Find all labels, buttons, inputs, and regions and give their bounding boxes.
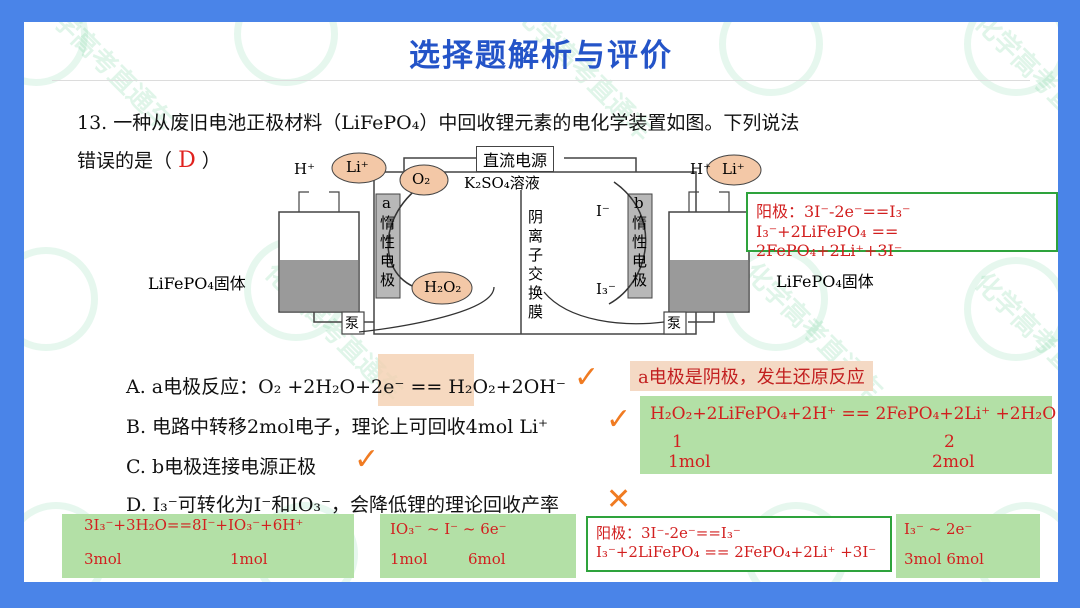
option-d-equation-1: 3I₃⁻+3H₂O==8I⁻+IO₃⁻+6H⁺ — [84, 516, 304, 534]
watermark-ring — [24, 247, 98, 351]
option-d-note-2: IO₃⁻ ~ I⁻ ~ 6e⁻ 1mol 6mol — [380, 514, 576, 578]
watermark-ring — [964, 257, 1058, 361]
h-ion-right: H⁺ — [690, 160, 711, 178]
option-d-mol-left-1: 3mol — [84, 550, 122, 568]
power-supply-label: 直流电源 — [476, 146, 555, 172]
option-b-note: H₂O₂+2LiFePO₄+2H⁺ == 2FePO₄+2Li⁺ +2H₂O 1… — [640, 396, 1056, 474]
electrode-a-desc: 惰性电极 — [380, 214, 396, 289]
electrode-a-letter: a — [382, 194, 391, 212]
highlight-2e — [378, 354, 474, 406]
anode-reaction-line-1: 阳极：3I⁻-2e⁻==I₃⁻ — [756, 202, 911, 221]
solution-label: K₂SO₄溶液 — [464, 174, 540, 192]
lifepo4-left-label: LiFePO₄固体 — [148, 274, 246, 293]
watermark-ring — [719, 22, 823, 96]
electrode-b-desc: 惰性电极 — [632, 214, 648, 289]
option-b-coef-left: 1 — [672, 432, 683, 452]
option-b-coef-right: 2 — [944, 432, 955, 452]
pump-right: 泵 — [667, 316, 681, 332]
option-d: D. I₃⁻可转化为I⁻和IO₃⁻，会降低锂的理论回收产率 — [126, 494, 560, 516]
lifepo4-right-label: LiFePO₄固体 — [776, 272, 874, 291]
i-minus-label: I⁻ — [596, 202, 610, 220]
check-icon: ✓ — [574, 360, 600, 395]
electrode-b-letter: b — [634, 194, 644, 212]
option-a-note: a电极是阴极，发生还原反应 — [630, 361, 873, 391]
option-d-equation-2: IO₃⁻ ~ I⁻ ~ 6e⁻ — [390, 520, 507, 538]
slide: 化学高考直通车 化学高考直通车 化学高考直通车 化学高考直通车 化学高考直通车 … — [24, 22, 1058, 582]
option-b-equation: H₂O₂+2LiFePO₄+2H⁺ == 2FePO₄+2Li⁺ +2H₂O — [650, 404, 1057, 424]
option-c: C. b电极连接电源正极 — [126, 456, 317, 478]
answer-letter: D — [178, 148, 196, 173]
title-divider — [52, 80, 1030, 81]
pump-left: 泵 — [345, 316, 359, 332]
o2-label: O₂ — [412, 170, 431, 188]
option-a: A. a电极反应：O₂ +2H₂O+2e⁻ == H₂O₂+2OH⁻ — [126, 376, 566, 398]
option-d-mol-4: 3mol 6mol — [904, 550, 984, 568]
option-b-mol-right: 2mol — [932, 452, 975, 472]
question-prefix: 错误的是（ — [77, 150, 173, 172]
check-icon: ✓ — [354, 442, 380, 477]
watermark-ring — [964, 22, 1058, 96]
page-title: 选择题解析与评价 — [409, 38, 673, 74]
question-line-2: 错误的是（ D ） — [77, 146, 221, 173]
h-ion-left: H⁺ — [294, 160, 315, 178]
option-d-mol-right-1: 1mol — [230, 550, 268, 568]
h2o2-label: H₂O₂ — [424, 278, 462, 296]
option-d-note-1: 3I₃⁻+3H₂O==8I⁻+IO₃⁻+6H⁺ 3mol 1mol — [62, 514, 354, 578]
li-ion-right: Li⁺ — [722, 160, 745, 178]
membrane-label: 阴离子交换膜 — [528, 208, 544, 321]
question-line-1: 13. 一种从废旧电池正极材料（LiFePO₄）中回收锂元素的电化学装置如图。下… — [77, 112, 800, 134]
question-suffix: ） — [201, 150, 221, 172]
electrochemical-diagram — [278, 152, 762, 335]
check-icon: ✓ — [606, 402, 632, 437]
option-d-equation-4: I₃⁻ ~ 2e⁻ — [904, 520, 973, 538]
li-ion-left: Li⁺ — [346, 158, 369, 176]
anode-reaction-box: 阳极：3I⁻-2e⁻==I₃⁻ I₃⁻+2LiFePO₄ == 2FePO₄+2… — [746, 192, 1058, 260]
option-d-mol-left-2: 1mol — [390, 550, 428, 568]
option-b: B. 电路中转移2mol电子，理论上可回收4mol Li⁺ — [126, 416, 549, 438]
option-d-line-2: I₃⁻+2LiFePO₄ == 2FePO₄+2Li⁺ +3I⁻ — [596, 543, 877, 561]
option-d-line-1: 阳极：3I⁻-2e⁻==I₃⁻ — [596, 524, 741, 542]
option-d-mol-right-2: 6mol — [468, 550, 506, 568]
i3-minus-label: I₃⁻ — [596, 280, 616, 298]
anode-reaction-line-2: I₃⁻+2LiFePO₄ == 2FePO₄+2Li⁺+3I⁻ — [756, 222, 903, 260]
option-d-note-3: 阳极：3I⁻-2e⁻==I₃⁻ I₃⁻+2LiFePO₄ == 2FePO₄+2… — [586, 516, 892, 572]
cross-icon: ✕ — [606, 482, 632, 517]
option-b-mol-left: 1mol — [668, 452, 711, 472]
option-d-note-4: I₃⁻ ~ 2e⁻ 3mol 6mol — [896, 514, 1040, 578]
